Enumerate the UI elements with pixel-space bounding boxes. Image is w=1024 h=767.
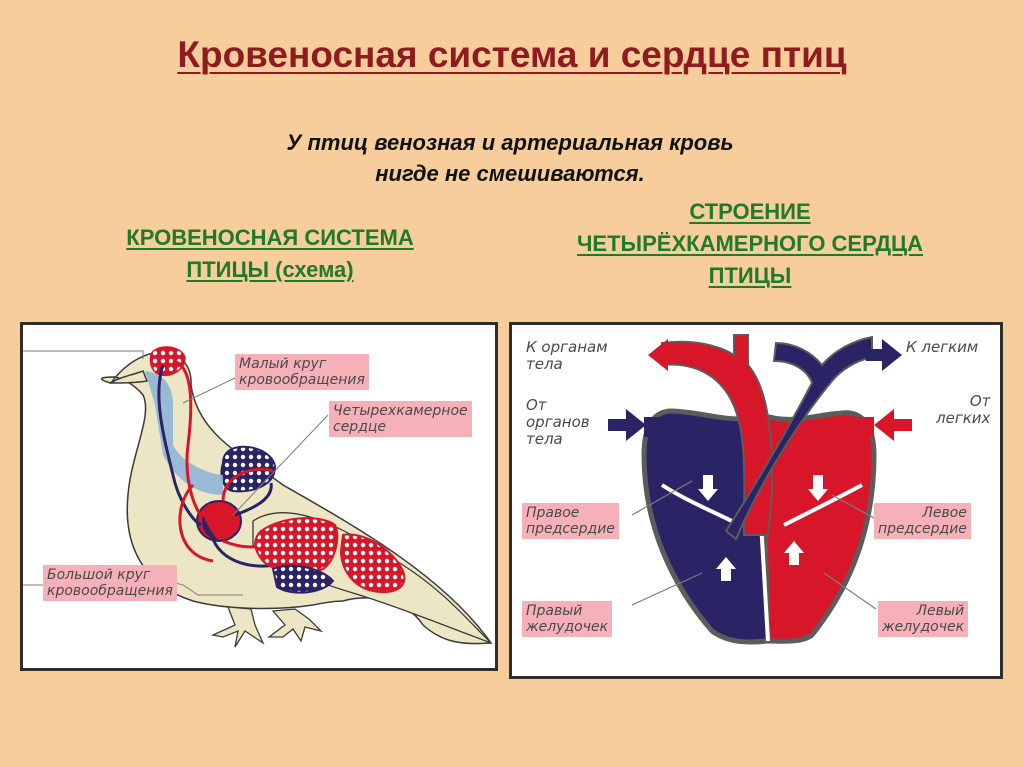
label-from-body-organs-line-1: От (526, 396, 547, 414)
label-right-atrium-line-1: Правое (526, 505, 580, 521)
label-right-ventricle-line-1: Правый (526, 603, 583, 619)
pulmonary-vein (830, 417, 874, 437)
head-capillaries (149, 346, 186, 377)
subtitle: У птиц венозная и артериальная кровь ниг… (170, 127, 850, 189)
aorta (661, 334, 774, 536)
label-right-ventricle-line-2: желудочек (526, 619, 609, 635)
label-small-circle-line-1: Малый круг (239, 356, 327, 372)
label-left-atrium-line-1: Левое (922, 505, 967, 521)
label-right-atrium: Правое предсердие (522, 503, 619, 539)
left-heading-line-2: ПТИЦЫ (схема) (186, 257, 354, 282)
label-left-atrium: Левое предсердие (874, 503, 971, 539)
label-from-lungs-line-2: легких (936, 409, 991, 427)
arrow-to-lungs (866, 339, 902, 371)
right-heart-half (641, 408, 771, 645)
subtitle-line-1: У птиц венозная и артериальная кровь (286, 130, 734, 155)
label-left-ventricle-line-2: желудочек (882, 619, 965, 635)
label-from-body-organs-line-2: органов (526, 413, 590, 431)
label-to-lungs: К легким (906, 338, 979, 356)
subtitle-line-2: нигде не смешиваются. (375, 161, 645, 186)
label-big-circle: Большой круг кровообращения (43, 565, 177, 601)
body-capillaries-1 (254, 517, 339, 575)
label-to-body-organs-line-2: тела (526, 355, 563, 373)
label-four-chamber-heart: Четырехкамерное сердце (329, 401, 472, 437)
label-from-body-organs-line-3: тела (526, 430, 563, 448)
label-from-body-organs: От органов тела (526, 397, 590, 448)
venous-region (145, 371, 223, 495)
pulmonary-artery (724, 335, 873, 541)
label-left-ventricle-line-1: Левый (916, 603, 965, 619)
label-small-circle: Малый круг кровообращения (235, 354, 369, 390)
page-title: Кровеносная система и сердце птиц (0, 34, 1024, 76)
label-small-circle-line-2: кровообращения (239, 372, 365, 388)
label-right-ventricle: Правый желудочек (522, 601, 613, 637)
inner-arrows (698, 475, 828, 581)
arrow-from-lungs (874, 409, 912, 441)
pointer-lines (23, 350, 329, 596)
heart-diagram-panel: К органам тела К легким От органов тела … (509, 322, 1003, 679)
left-heart-half (759, 410, 877, 644)
label-from-lungs: От легких (936, 393, 990, 427)
heart-illustration (608, 334, 912, 645)
label-left-ventricle: Левый желудочек (878, 601, 969, 637)
body-capillaries-2 (339, 533, 406, 593)
body-capillaries-3 (271, 564, 335, 594)
right-heading: СТРОЕНИЕ ЧЕТЫРЁХКАМЕРНОГО СЕРДЦА ПТИЦЫ (510, 196, 990, 292)
left-heading-line-1: КРОВЕНОСНАЯ СИСТЕМА (126, 225, 414, 250)
heart-pointer-lines (631, 480, 877, 610)
label-four-chamber-heart-line-1: Четырехкамерное (333, 403, 468, 419)
label-big-circle-line-1: Большой круг (47, 567, 151, 583)
label-big-circle-line-2: кровообращения (47, 583, 173, 599)
label-to-body-organs-line-1: К органам (526, 338, 608, 356)
label-four-chamber-heart-line-2: сердце (333, 419, 387, 435)
page-title-text: Кровеносная система и сердце птиц (177, 34, 847, 75)
label-from-lungs-line-1: От (969, 392, 991, 410)
left-heading: КРОВЕНОСНАЯ СИСТЕМА ПТИЦЫ (схема) (60, 222, 480, 286)
label-right-atrium-line-2: предсердие (526, 521, 615, 537)
bird-beak (108, 370, 149, 384)
right-heading-line-1: СТРОЕНИЕ (689, 199, 811, 224)
vena-cava (644, 417, 688, 437)
arrow-to-body (648, 339, 684, 371)
bird-lung (220, 445, 277, 493)
right-heading-line-2: ЧЕТЫРЁХКАМЕРНОГО СЕРДЦА (576, 231, 924, 256)
bird-legs (210, 606, 324, 648)
right-heading-line-3: ПТИЦЫ (708, 263, 792, 288)
label-to-body-organs: К органам тела (526, 339, 608, 373)
bird-illustration (23, 346, 493, 648)
arrow-from-body (608, 409, 646, 441)
bird-diagram-panel: Малый круг кровообращения Четырехкамерно… (20, 322, 498, 671)
label-left-atrium-line-2: предсердие (878, 521, 967, 537)
